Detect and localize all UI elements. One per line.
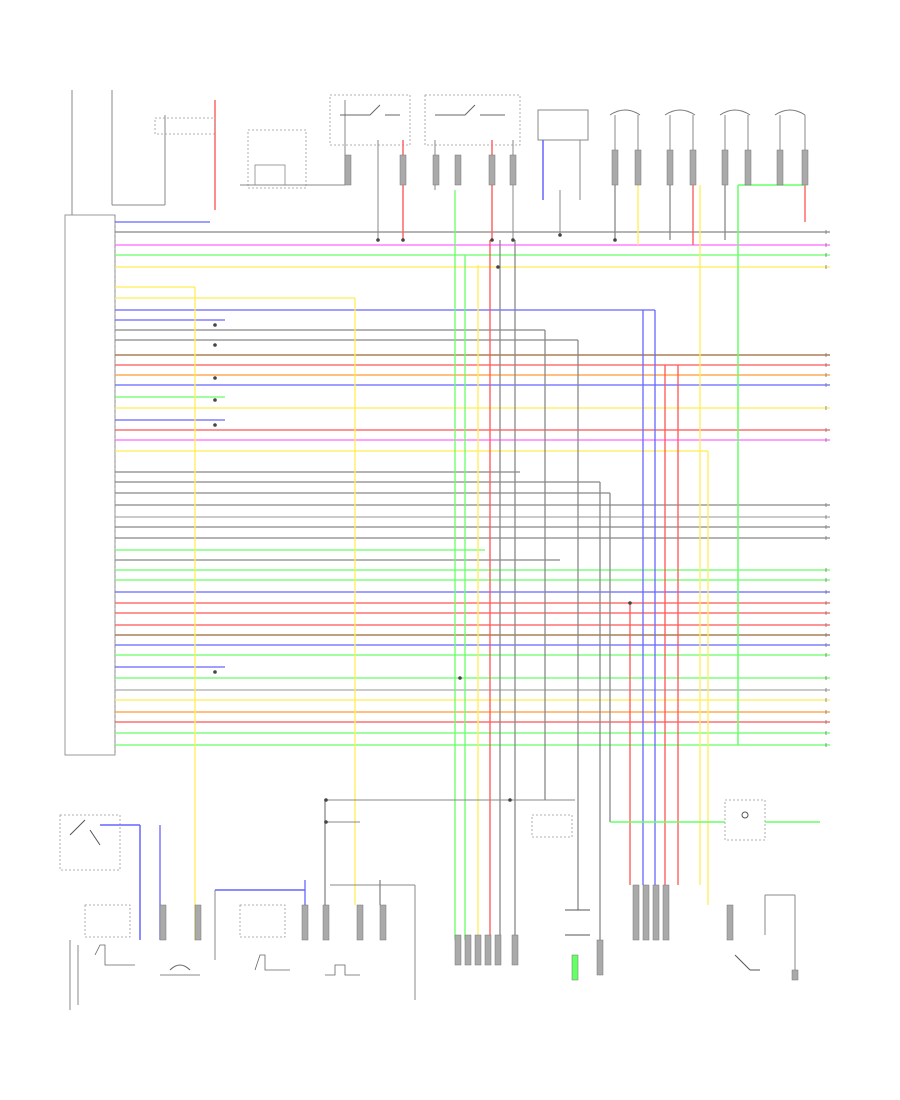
splice-dot bbox=[508, 798, 512, 802]
splice-dot bbox=[213, 343, 217, 347]
splice-dot bbox=[213, 323, 217, 327]
splice-dot bbox=[458, 676, 462, 680]
splice-dot bbox=[324, 798, 328, 802]
splice-dot bbox=[213, 398, 217, 402]
splice-dot bbox=[324, 820, 328, 824]
splice-dot bbox=[628, 601, 632, 605]
splice-dot bbox=[496, 265, 500, 269]
splice-dot bbox=[511, 238, 515, 242]
engine-control-module bbox=[64, 214, 116, 756]
splice-dot bbox=[213, 423, 217, 427]
harness-wires bbox=[115, 221, 830, 747]
splice-dot bbox=[558, 233, 562, 237]
splice-dot bbox=[490, 238, 494, 242]
top-components bbox=[71, 90, 809, 745]
splice-dot bbox=[376, 238, 380, 242]
splice-dots bbox=[213, 233, 632, 824]
splice-dot bbox=[213, 376, 217, 380]
splice-dot bbox=[401, 238, 405, 242]
splice-dot bbox=[213, 670, 217, 674]
splice-dot bbox=[613, 238, 617, 242]
bottom-sensors bbox=[59, 799, 820, 1010]
vertical-wires bbox=[159, 185, 806, 940]
